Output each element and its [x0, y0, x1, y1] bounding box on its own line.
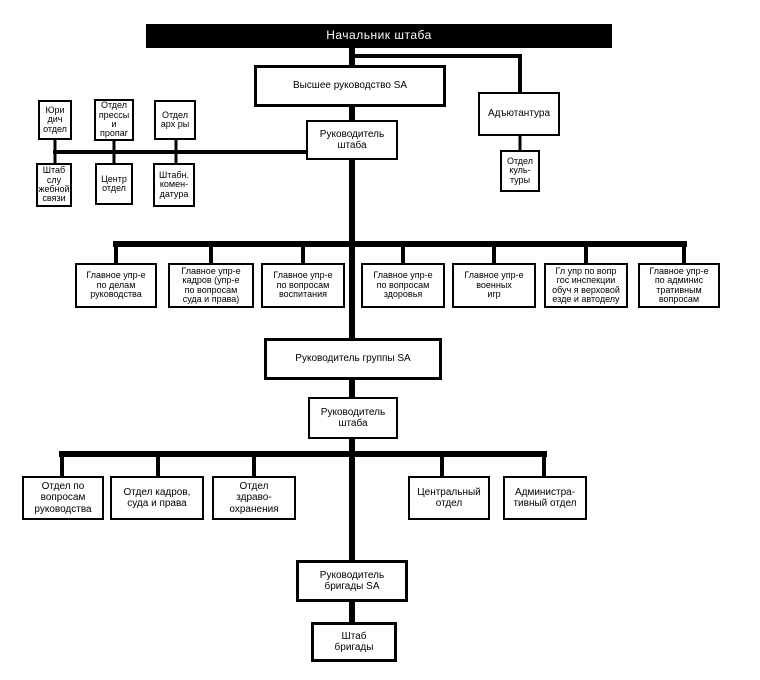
main-dir-4-box: Главное упр-е по вопросам здоровья [361, 263, 445, 308]
main-dir-3-box: Главное упр-е по вопросам воспитания [261, 263, 345, 308]
press-dept-box: Отдел прессы и пропаг [94, 99, 134, 141]
group-leader-box: Руководитель группы SA [264, 338, 442, 380]
main-dir-6-box: Гл упр по вопр гос инспекции обуч я верх… [544, 263, 628, 308]
staff-comm-box: Штаб слу жебной связи [36, 163, 72, 207]
brigade-staff-box: Штаб бригады [311, 622, 397, 662]
center-dept-box: Центр отдел [95, 163, 133, 205]
main-dir-1-box: Главное упр-е по делам руководства [75, 263, 157, 308]
main-dir-7-box: Главное упр-е по админис тративным вопро… [638, 263, 720, 308]
group-dept-2-box: Отдел кадров, суда и права [110, 476, 204, 520]
group-dept-5-box: Администра- тивный отдел [503, 476, 587, 520]
main-dir-5-box: Главное упр-е военных игр [452, 263, 536, 308]
top-leadership-box: Высшее руководство SA [254, 65, 446, 107]
group-dept-1-box: Отдел по вопросам руководства [22, 476, 104, 520]
chief-of-staff-box-2: Руководитель штаба [308, 397, 398, 439]
group-dept-4-box: Центральный отдел [408, 476, 490, 520]
main-dir-2-box: Главное упр-е кадров (упр-е по вопросам … [168, 263, 254, 308]
adjutancy-box: Адъютантура [478, 92, 560, 136]
chief-of-staff-box-1: Руководитель штаба [306, 120, 398, 160]
legal-dept-box: Юри дич отдел [38, 100, 72, 140]
brigade-leader-box: Руководитель бригады SA [296, 560, 408, 602]
archive-dept-box: Отдел арх ры [154, 100, 196, 140]
culture-dept-box: Отдел куль- туры [500, 150, 540, 192]
staff-commandant-box: Штабн. комен- датура [153, 163, 195, 207]
chief-of-staff-header: Начальник штаба [146, 24, 612, 48]
group-dept-3-box: Отдел здраво- охранения [212, 476, 296, 520]
